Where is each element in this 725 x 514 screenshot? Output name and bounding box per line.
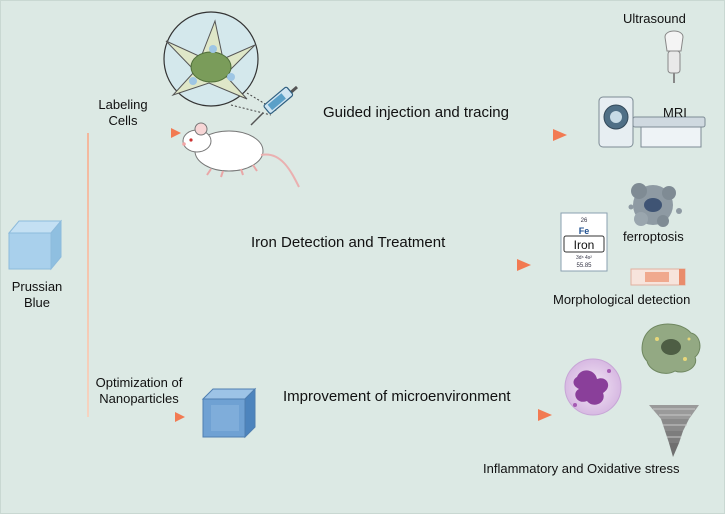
element-name: Iron [574,238,595,252]
neuron-cell-icon [163,11,278,116]
mri-scanner-icon [598,96,706,148]
source-label-line2: Blue [23,295,51,310]
target-label-morphological-detection: Morphological detection [553,292,691,307]
target-label-ultrasound: Ultrasound [623,11,686,26]
branch-label-line1: Optimization of [95,375,183,390]
branch-connectors [87,128,567,422]
target-label-inflammatory: Inflammatory and Oxidative stress [483,461,680,476]
branch-label-line2: Cells [108,113,138,128]
damaged-cell-icon [641,323,701,374]
tornado-icon [649,405,699,457]
arrow-label-guided-injection: Guided injection and tracing [323,104,509,121]
arrow-label-microenvironment: Improvement of microenvironment [283,388,511,405]
source-label: Prussian Blue [5,279,69,311]
element-config: 3d⁶ 4s² [576,255,592,261]
neutrophil-icon [564,358,622,416]
source-label-line1: Prussian [11,279,63,294]
target-label-ferroptosis: ferroptosis [623,229,684,244]
iron-element-card: 26 Fe Iron 3d⁶ 4s² 55.85 [560,212,608,272]
target-label-mri: MRI [663,105,687,120]
branch-label-labeling-cells: Labeling Cells [83,97,163,129]
tissue-slide-icon [630,268,686,286]
element-symbol: Fe [579,226,590,236]
arrow-label-iron-detection: Iron Detection and Treatment [251,234,446,251]
ferroptosis-cell-icon [628,183,682,227]
cube-icon [7,219,63,271]
syringe-icon [250,85,298,126]
branch-label-optimization: Optimization of Nanoparticles [87,375,191,407]
ultrasound-probe-icon [664,30,684,83]
mouse-icon [182,122,300,188]
element-number: 26 [581,218,588,224]
branch-label-line1: Labeling [98,97,148,112]
nanocube-icon [201,387,257,439]
branch-label-line2: Nanoparticles [99,391,179,406]
element-mass: 55.85 [576,263,592,269]
